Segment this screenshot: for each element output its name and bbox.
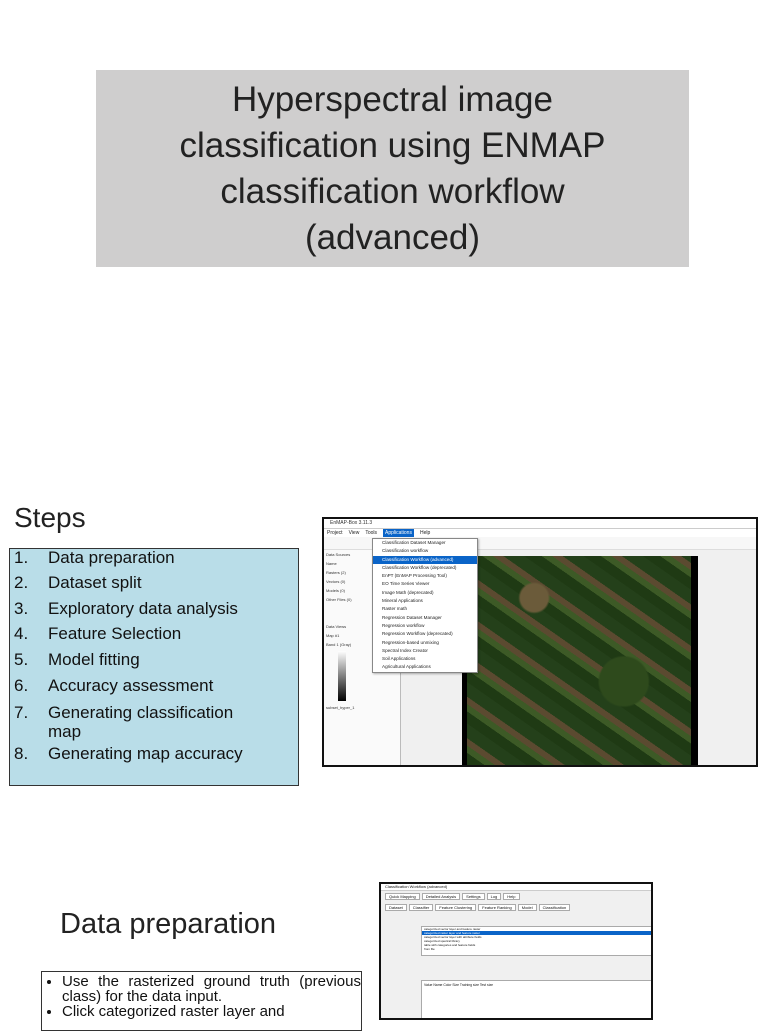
tab-feature-clustering[interactable]: Feature Clustering — [435, 904, 477, 911]
step-label: Data preparation — [48, 548, 175, 567]
option-item-selected[interactable]: categorized raster layer and feature ras… — [422, 931, 651, 935]
menu-project[interactable]: Project — [327, 530, 343, 536]
step-number: 3. — [14, 599, 29, 618]
menu-view[interactable]: View — [348, 530, 360, 536]
step-label: Dataset split — [48, 573, 142, 592]
tab-quick-mapping[interactable]: Quick Mapping — [385, 893, 420, 900]
menu-item[interactable]: Classification Workflow (deprecated) — [382, 564, 457, 570]
tab-feature-ranking[interactable]: Feature Ranking — [478, 904, 516, 911]
bullet-item: Use the rasterized ground truth (previou… — [62, 974, 361, 1004]
dataset-options-list: categorized vector layer and feature ras… — [421, 926, 651, 956]
step-item: 1. Data preparation — [14, 548, 294, 567]
menu-item[interactable]: Regression workflow — [382, 622, 425, 628]
option-item[interactable]: categorized spectral library — [424, 939, 460, 943]
class-table: Value Name Color Size Training size Test… — [421, 980, 651, 1018]
panel-label: Rasters (2) — [326, 570, 346, 575]
menu-item[interactable]: EnPT (EnMAP Processing Tool) — [382, 573, 447, 579]
panel-label: Data Sources — [326, 552, 351, 557]
panel-label: Map #1 — [326, 633, 340, 638]
table-header: Value Name Color Size Training size Test… — [424, 983, 494, 987]
step-label: Generating map accuracy — [48, 744, 243, 763]
grayscale-ramp — [338, 651, 346, 701]
option-item[interactable]: from file — [424, 947, 435, 951]
menu-bar: Project View Tools Applications Help — [324, 529, 756, 537]
tab-classification[interactable]: Classification — [538, 904, 571, 911]
window-title: EnMAP-Box 3.11.3 — [324, 519, 756, 529]
tab-detailed-analysis[interactable]: Detailed Analysis — [421, 893, 461, 900]
tab-dataset[interactable]: Dataset — [385, 904, 407, 911]
bullet-item: Click categorized raster layer and — [62, 1004, 361, 1019]
step-label: Feature Selection — [48, 624, 182, 643]
menu-item[interactable]: Regression-based unmixing — [382, 639, 439, 645]
step-number: 2. — [14, 573, 29, 592]
menu-item[interactable]: Classification Dataset Manager — [382, 540, 446, 545]
menu-item[interactable]: Classification workflow — [382, 548, 429, 554]
panel-label: Models (0) — [326, 588, 345, 593]
tab-model[interactable]: Model — [517, 904, 537, 911]
step-label: Generating classification map — [48, 703, 234, 741]
tab-log[interactable]: Log — [486, 893, 502, 900]
data-preparation-bullets: Use the rasterized ground truth (previou… — [41, 971, 362, 1031]
step-item: 4. Feature Selection — [14, 624, 294, 643]
step-label: Model fitting — [48, 650, 140, 669]
menu-item[interactable]: Image Math (deprecated) — [382, 589, 434, 595]
step-label: Accuracy assessment — [48, 676, 214, 695]
steps-heading: Steps — [14, 502, 86, 533]
slide-title: Hyperspectral image classification using… — [179, 79, 606, 257]
step-label: Exploratory data analysis — [48, 599, 238, 618]
menu-help[interactable]: Help — [419, 530, 431, 536]
data-preparation-heading: Data preparation — [60, 908, 277, 940]
option-item[interactable]: table with categories and feature fields — [424, 943, 476, 947]
step-number: 1. — [14, 548, 29, 567]
step-number: 4. — [14, 624, 29, 643]
menu-item[interactable]: Regression Dataset Manager — [382, 614, 442, 620]
step-item: 8. Generating map accuracy — [14, 744, 294, 763]
panel-label: Data Views — [326, 624, 347, 629]
steps-list-box: 1. Data preparation 2. Dataset split 3. Exp… — [9, 548, 299, 786]
menu-tools[interactable]: Tools — [365, 530, 377, 536]
menu-item[interactable]: Raster math — [382, 606, 408, 612]
map-view[interactable] — [462, 556, 698, 765]
sub-tabs: Dataset Classifier Feature Clustering Fe… — [381, 902, 651, 913]
menu-item[interactable]: Spectral Index Creator — [382, 647, 428, 653]
menu-item[interactable]: Agricultural Applications — [382, 664, 431, 670]
panel-label: Other Files (0) — [326, 597, 352, 602]
step-number: 7. — [14, 703, 29, 722]
enmap-box-screenshot: EnMAP-Box 3.11.3 Project View Tools Appl… — [322, 517, 758, 767]
tab-settings[interactable]: Settings — [462, 893, 485, 900]
applications-menu: Classification Dataset Manager Classific… — [372, 538, 478, 673]
step-item: 5. Model fitting — [14, 650, 294, 669]
title-banner: Hyperspectral image classification using… — [96, 70, 689, 267]
step-item: 3. Exploratory data analysis — [14, 599, 294, 618]
option-item[interactable]: categorized vector layer and feature ras… — [424, 927, 481, 931]
bullet-list: Use the rasterized ground truth (previou… — [42, 974, 361, 1019]
step-number: 8. — [14, 744, 29, 763]
menu-item[interactable]: EO Time Series Viewer — [382, 581, 430, 587]
menu-item[interactable]: Mineral Applications — [382, 598, 423, 604]
panel-label: Band 1 (Gray) — [326, 642, 352, 647]
step-item: 2. Dataset split — [14, 573, 294, 592]
option-item[interactable]: categorized vector layer with attribute … — [424, 935, 482, 939]
menu-item-selected[interactable]: Classification Workflow (advanced) — [373, 555, 477, 564]
panel-label: subset_hyper_1 — [326, 705, 355, 710]
step-number: 6. — [14, 676, 29, 695]
classification-workflow-screenshot: Classification Workflow (advanced) Quick… — [379, 882, 653, 1020]
step-item: 6. Accuracy assessment — [14, 676, 294, 695]
dialog-title: Classification Workflow (advanced) — [381, 884, 651, 891]
step-number: 5. — [14, 650, 29, 669]
panel-label: Vectors (0) — [326, 579, 346, 584]
step-item: 7. Generating classification map — [14, 703, 294, 741]
menu-item[interactable]: Soil Applications — [382, 656, 416, 662]
panel-label: Name — [326, 561, 337, 566]
menu-applications[interactable]: Applications — [383, 529, 414, 537]
tab-classifier[interactable]: Classifier — [408, 904, 434, 911]
main-tabs: Quick Mapping Detailed Analysis Settings… — [381, 891, 651, 902]
tab-help[interactable]: Help — [503, 893, 520, 900]
satellite-imagery — [467, 556, 691, 765]
menu-item[interactable]: Regression Workflow (deprecated) — [382, 631, 453, 637]
